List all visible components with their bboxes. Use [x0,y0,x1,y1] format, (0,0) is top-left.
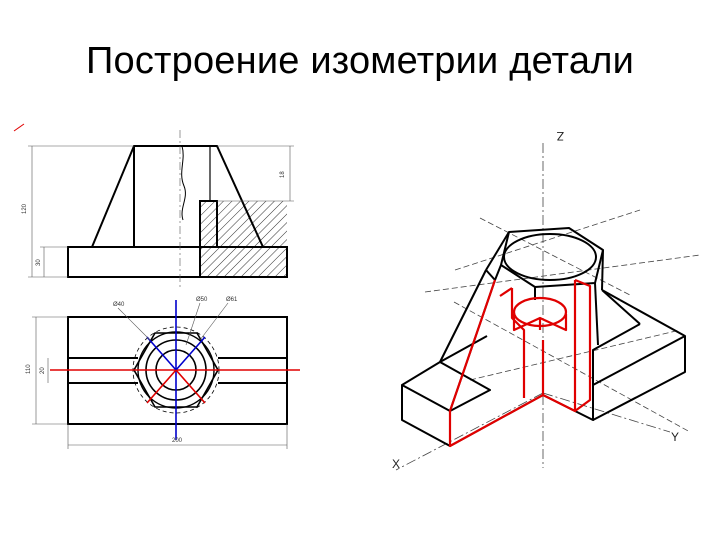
dim-width-rib: 20 [40,367,46,374]
dim-dia-hole: Ø50 [196,297,208,303]
iso-axis-y [542,392,671,433]
dim-height-base: 30 [36,259,42,266]
iso-base-front-left [401,385,451,447]
iso-axis-x [395,392,544,471]
iso-hole-top [503,233,597,281]
top-view-axes [50,300,300,440]
iso-cut-inner [510,288,526,398]
iso-part [401,227,686,447]
iso-cut-outer-left [448,279,577,448]
iso-base-top-left [401,361,491,412]
dim-height-total: 120 [22,203,28,214]
dim-height-top: 18 [280,171,286,178]
iso-cut-section [448,278,592,448]
iso-axis-label-y: Y [671,430,679,444]
page-title: Построение изометрии детали [85,40,634,82]
iso-axis-label-z: Z [557,129,564,143]
iso-axis-label-x: X [392,457,400,471]
dim-dia-hex: Ø40 [113,302,125,308]
top-view-dimensions [32,302,288,449]
dim-width-top-view: 110 [26,364,32,374]
iso-axes [395,143,701,471]
front-view-dimensions [28,130,294,290]
iso-base-front-right [449,385,594,447]
front-view-section-hatch [200,201,287,277]
dim-dia-outer: Ø61 [226,297,238,303]
iso-base-right [592,299,686,421]
dim-length-total: 200 [172,438,183,444]
corner-mark [13,123,25,132]
front-view-break-line [181,145,186,221]
front-view [67,145,288,278]
